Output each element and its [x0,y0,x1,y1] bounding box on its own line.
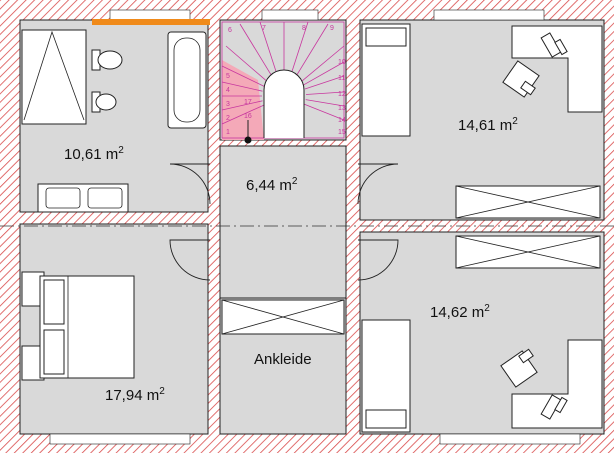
toilet-top [91,49,123,71]
step-1: 1 [226,129,230,136]
stair-tread [221,104,265,125]
counter-strip [92,19,210,25]
room-labels: 10,61 m2 6,44 m2 14,61 m2 14,62 m2 17,94… [64,116,518,404]
step-2: 2 [226,115,230,122]
step-5: 5 [226,73,230,80]
stair-tread [305,99,345,107]
step-16: 16 [244,113,252,120]
step-15: 15 [338,129,346,136]
bathroom-fixtures [21,19,210,213]
label-office-top-area: 14,61 m2 [458,116,518,134]
stair-tread [302,61,345,86]
label-office-bottom-area: 14,62 m2 [430,303,490,321]
door-bedroom [169,239,211,281]
step-10: 10 [338,59,346,66]
desk-top [511,25,603,113]
stair-tread [295,23,329,78]
shower-lines [23,30,85,121]
step-11: 11 [338,75,345,82]
stair-tread [225,45,268,82]
bedroom-furniture [21,271,135,381]
step-13: 13 [338,105,346,112]
office-top-furniture [361,23,603,219]
stair-tread [221,100,263,111]
toilet-bottom [91,91,117,113]
stair-tread [221,81,263,92]
office-bottom-furniture [361,235,603,433]
stair-tread [221,65,265,87]
step-17: 17 [244,99,252,106]
door-bathroom [169,163,211,205]
stair-well [263,69,305,138]
stair-tread [300,45,345,83]
desk-bottom [511,339,603,429]
walkin-wardrobe [221,299,345,335]
staircase: 1 2 3 4 5 6 7 8 9 10 11 12 13 14 15 16 1… [221,21,346,144]
shower [21,29,87,125]
door-office-top [357,163,399,205]
stair-tread [305,91,345,95]
bathtub [167,31,207,129]
step-14: 14 [338,117,346,124]
wardrobe-top [455,185,601,219]
stair-tread [259,21,278,76]
hallway-floor [219,145,347,299]
stair-tread [304,103,345,121]
stair-numbers: 1 2 3 4 5 6 7 8 9 10 11 12 13 14 15 16 1… [226,25,346,136]
double-sink [37,183,129,213]
step-8: 8 [302,25,306,32]
step-7: 7 [262,25,266,32]
step-3: 3 [226,101,230,108]
step-6: 6 [228,27,232,34]
step-9: 9 [330,25,334,32]
door-office-bottom [357,239,399,281]
stair-highlight [222,60,264,140]
label-bedroom-area: 17,94 m2 [105,386,165,404]
label-walkin: Ankleide [254,351,312,368]
stair-start-dot [244,136,252,144]
label-bathroom-area: 10,61 m2 [64,145,124,163]
label-hallway-area: 6,44 m2 [246,176,298,194]
stair-tread [290,21,309,76]
wardrobe-bottom [455,235,601,269]
step-12: 12 [338,91,346,98]
stair-tread [239,23,273,78]
doors [169,163,399,281]
step-4: 4 [226,87,230,94]
stair-tread [304,75,345,90]
